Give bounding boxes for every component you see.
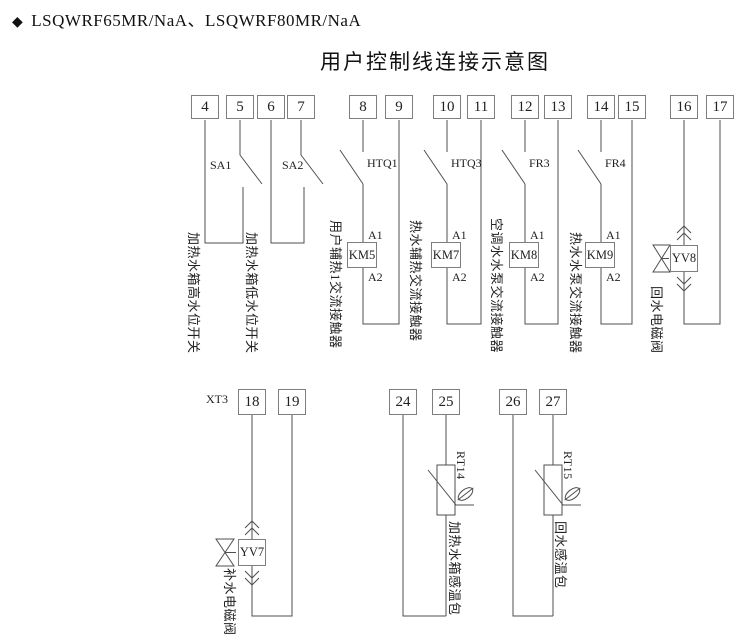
terminal-18: 18 bbox=[238, 389, 266, 415]
label-hot-water-aux-heat: 热水辅热交流接触器 bbox=[408, 220, 423, 342]
label-user-aux-heat1: 用户辅热1交流接触器 bbox=[328, 220, 343, 349]
theta-symbol-rt14 bbox=[457, 487, 474, 501]
model-header: ◆ LSQWRF65MR/NaA、LSQWRF80MR/NaA bbox=[12, 6, 361, 31]
label-hot-water-pump: 热水水泵交流接触器 bbox=[568, 232, 583, 354]
label-tank-low-switch: 加热水箱低水位开关 bbox=[244, 232, 259, 354]
switch-label-sa1: SA1 bbox=[210, 158, 232, 172]
page-title: 用户控制线连接示意图 bbox=[320, 50, 550, 74]
circuit-rt14-wires bbox=[402, 415, 474, 617]
switch-label-sa2: SA2 bbox=[282, 158, 304, 172]
valve-yv7: YV7 bbox=[238, 539, 266, 566]
chevrons-yv7 bbox=[244, 520, 260, 586]
circuit-km8-wires bbox=[501, 120, 559, 325]
terminal-12: 12 bbox=[511, 95, 539, 119]
label-tank-high-switch: 加热水箱高水位开关 bbox=[186, 232, 201, 354]
terminal-block-label: XT3 bbox=[206, 392, 228, 406]
valve-bowtie-yv8 bbox=[652, 244, 671, 273]
coil-a1-km9: A1 bbox=[606, 228, 621, 242]
terminal-4: 4 bbox=[191, 95, 219, 119]
terminal-7: 7 bbox=[287, 95, 315, 119]
circuit-sa2-wires bbox=[270, 120, 324, 244]
thermistor-arrow-rt14 bbox=[427, 469, 474, 506]
chevrons-yv8 bbox=[676, 225, 692, 292]
terminal-6: 6 bbox=[257, 95, 285, 119]
sensor-tag-rt14: RT14 bbox=[454, 451, 468, 480]
terminal-15: 15 bbox=[618, 95, 646, 119]
label-return-temp-sensor: 回水感温包 bbox=[553, 521, 568, 589]
switch-label-fr4: FR4 bbox=[605, 156, 626, 170]
circuit-sa1-wires bbox=[204, 120, 263, 244]
terminal-16: 16 bbox=[670, 95, 698, 119]
terminal-24: 24 bbox=[389, 389, 417, 415]
coil-a1-km8: A1 bbox=[530, 228, 545, 242]
label-ac-water-pump: 空调水水泵交流接触器 bbox=[489, 218, 504, 354]
terminal-5: 5 bbox=[226, 95, 254, 119]
terminal-10: 10 bbox=[433, 95, 461, 119]
thermistor-body-rt15 bbox=[543, 464, 563, 516]
switch-label-htq3: HTQ3 bbox=[451, 156, 482, 170]
terminal-26: 26 bbox=[499, 389, 527, 415]
coil-a2-km9: A2 bbox=[606, 270, 621, 284]
coil-a2-km7: A2 bbox=[452, 270, 467, 284]
terminal-11: 11 bbox=[467, 95, 495, 119]
coil-a2-km5: A2 bbox=[368, 270, 383, 284]
circuit-km7-wires bbox=[423, 120, 482, 325]
terminal-13: 13 bbox=[544, 95, 572, 119]
circuit-km5-wires bbox=[339, 120, 400, 325]
thermistor-body-rt14 bbox=[436, 464, 456, 516]
model-names: LSQWRF65MR/NaA、LSQWRF80MR/NaA bbox=[31, 11, 362, 30]
switch-label-fr3: FR3 bbox=[529, 156, 550, 170]
terminal-9: 9 bbox=[385, 95, 413, 119]
contactor-km7: KM7 bbox=[431, 242, 461, 268]
label-return-water-valve: 回水电磁阀 bbox=[649, 286, 664, 354]
valve-bowtie-yv7 bbox=[215, 538, 236, 567]
diamond-bullet-icon: ◆ bbox=[12, 15, 24, 30]
switch-label-htq1: HTQ1 bbox=[367, 156, 398, 170]
coil-a2-km8: A2 bbox=[530, 270, 545, 284]
valve-yv8: YV8 bbox=[670, 245, 698, 272]
label-makeup-water-valve: 补水电磁阀 bbox=[222, 568, 237, 636]
terminal-14: 14 bbox=[587, 95, 615, 119]
contactor-km8: KM8 bbox=[509, 242, 539, 268]
circuit-yv7-wires bbox=[215, 415, 293, 617]
terminal-8: 8 bbox=[349, 95, 377, 119]
coil-a1-km7: A1 bbox=[452, 228, 467, 242]
terminal-19: 19 bbox=[278, 389, 306, 415]
sensor-tag-rt15: RT15 bbox=[561, 451, 575, 480]
terminal-27: 27 bbox=[539, 389, 567, 415]
terminal-17: 17 bbox=[706, 95, 734, 119]
thermistor-arrow-rt15 bbox=[534, 469, 581, 506]
contactor-km5: KM5 bbox=[347, 242, 377, 268]
label-tank-temp-sensor: 加热水箱感温包 bbox=[447, 521, 462, 616]
terminal-25: 25 bbox=[432, 389, 460, 415]
contactor-km9: KM9 bbox=[585, 242, 615, 268]
circuit-km9-wires bbox=[577, 120, 633, 325]
circuit-yv8-wires bbox=[652, 120, 721, 325]
coil-a1-km5: A1 bbox=[368, 228, 383, 242]
theta-symbol-rt15 bbox=[564, 487, 581, 501]
circuit-rt15-wires bbox=[512, 415, 581, 617]
